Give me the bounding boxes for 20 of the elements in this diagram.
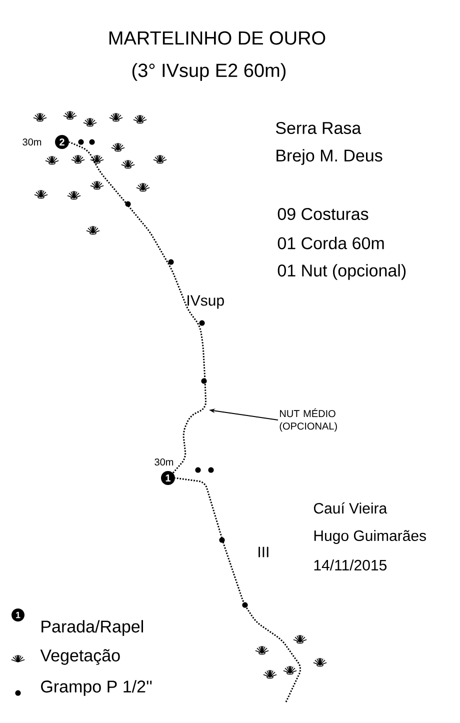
location-text: Serra Rasa xyxy=(276,122,362,134)
gear-text: 01 Nut (opcional) xyxy=(278,264,406,280)
date-text: 14/11/2015 xyxy=(314,560,387,570)
legend-text: Parada/Rapel xyxy=(42,620,143,636)
distance-label: 30m xyxy=(22,138,42,146)
route-line xyxy=(68,141,207,474)
title: MARTELINHO DE OURO xyxy=(109,31,326,45)
gear-text: 09 Costuras xyxy=(278,208,368,220)
route-line xyxy=(175,477,301,702)
grade-label: IVsup xyxy=(188,295,224,309)
legend-text: Vegetação xyxy=(40,649,120,665)
location-text: Brejo M. Deus xyxy=(276,149,382,165)
distance-label: 30m xyxy=(154,458,174,466)
legend-text: Grampo P 1/2'' xyxy=(41,680,152,696)
subtitle: (3° IVsup E2 60m) xyxy=(132,63,286,81)
gear-text: 01 Corda 60m xyxy=(278,236,384,250)
note-text: NUT MÉDIO (OPCIONAL) xyxy=(280,408,337,432)
grade-label: III xyxy=(258,546,268,558)
author-text: Cauí Vieira xyxy=(314,502,388,514)
author-text: Hugo Guimarães xyxy=(314,530,426,544)
